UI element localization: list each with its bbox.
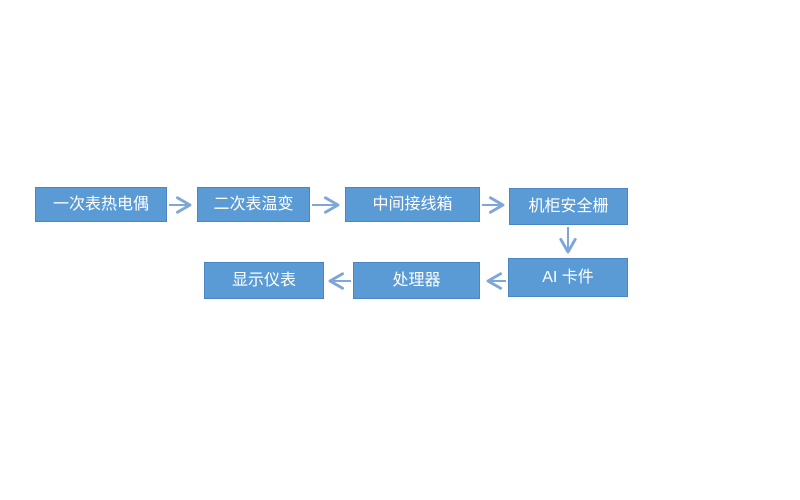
node-cabinet-safety-barrier: 机柜安全栅 — [509, 188, 628, 225]
node-label: 中间接线箱 — [372, 195, 453, 213]
node-primary-thermocouple: 一次表热电偶 — [35, 187, 167, 222]
node-label: 机柜安全栅 — [528, 197, 609, 215]
node-label: 显示仪表 — [231, 271, 296, 289]
node-label: 处理器 — [392, 271, 441, 289]
node-label: 二次表温变 — [213, 195, 294, 213]
node-label: 一次表热电偶 — [52, 195, 149, 213]
node-processor: 处理器 — [353, 262, 480, 299]
node-display-instrument: 显示仪表 — [204, 262, 324, 299]
node-secondary-temp-transmitter: 二次表温变 — [197, 187, 310, 222]
node-ai-card: AI 卡件 — [508, 258, 628, 297]
node-label: AI 卡件 — [542, 268, 594, 286]
node-intermediate-junction-box: 中间接线箱 — [345, 187, 480, 222]
